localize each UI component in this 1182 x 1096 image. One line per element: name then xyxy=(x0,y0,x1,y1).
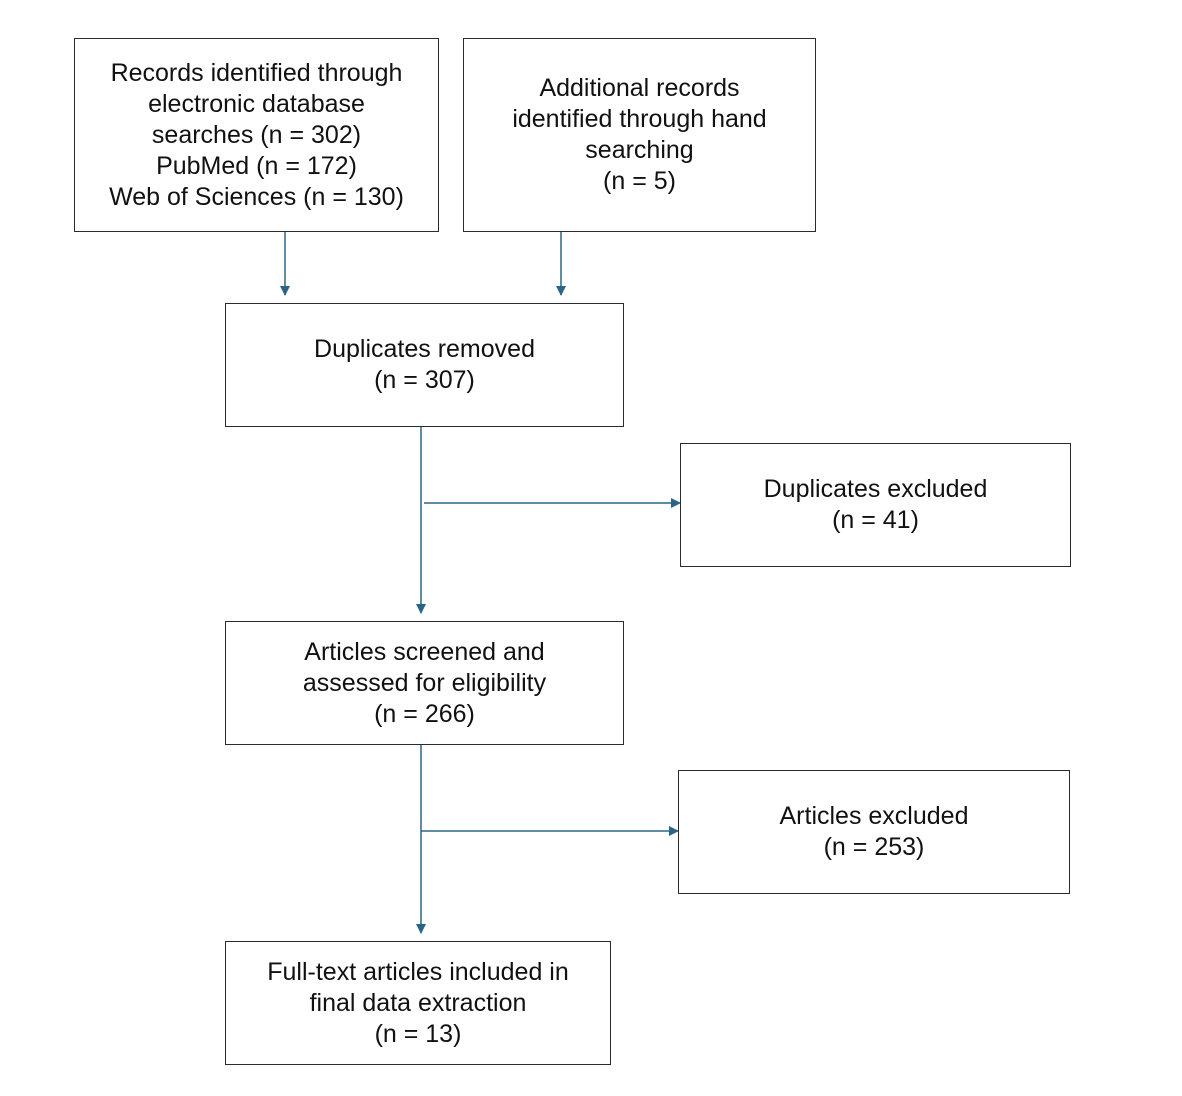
box-duplicates-removed: Duplicates removed (n = 307) xyxy=(225,303,624,427)
box-text-line: identified through hand xyxy=(512,105,767,133)
box-text-line: Articles screened and xyxy=(304,637,545,666)
box-text-line: electronic database xyxy=(148,89,365,118)
box-text-line: (n = 253) xyxy=(823,833,925,861)
box-text-line: final data extraction xyxy=(309,988,527,1017)
box-text-line: (n = 41) xyxy=(832,506,919,534)
box-duplicates-excluded: Duplicates excluded (n = 41) xyxy=(680,443,1071,567)
box-text-line: (n = 5) xyxy=(603,167,676,195)
box-text-line: Additional records xyxy=(539,74,740,102)
box-text-line: Duplicates removed xyxy=(314,335,535,363)
box-articles-screened: Articles screened and assessed for eligi… xyxy=(225,621,624,745)
box-text-line: Web of Sciences (n = 130) xyxy=(109,182,404,211)
box-text-line: assessed for eligibility xyxy=(302,668,547,697)
box-text-line: Records identified through xyxy=(110,58,403,87)
box-text-line: Duplicates excluded xyxy=(763,475,988,503)
box-records-electronic-search: Records identified through electronic da… xyxy=(74,38,439,232)
box-text-line: PubMed (n = 172) xyxy=(156,151,357,180)
box-text-line: (n = 13) xyxy=(374,1019,462,1048)
box-text-line: searching xyxy=(585,136,694,164)
box-fulltext-included: Full-text articles included in final dat… xyxy=(225,941,611,1065)
box-text-line: Articles excluded xyxy=(779,802,969,830)
box-text-line: (n = 266) xyxy=(374,699,475,728)
box-text-line: (n = 307) xyxy=(374,366,475,394)
box-articles-excluded: Articles excluded (n = 253) xyxy=(678,770,1070,894)
box-text-line: searches (n = 302) xyxy=(151,120,362,149)
box-text-line: Full-text articles included in xyxy=(267,957,569,986)
box-records-hand-search: Additional records identified through ha… xyxy=(463,38,816,232)
